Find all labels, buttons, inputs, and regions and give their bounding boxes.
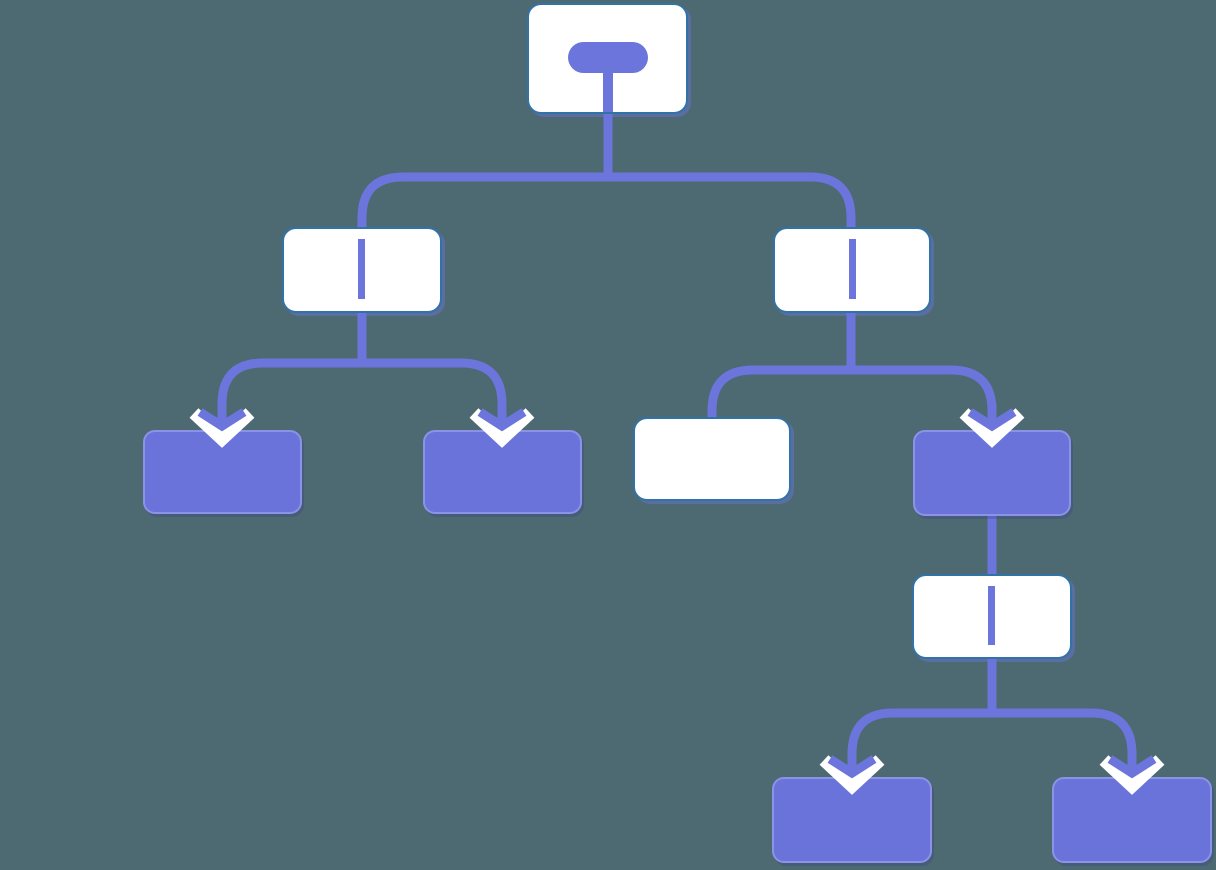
edge-left-to-leaf-b	[362, 358, 507, 412]
node-node-c[interactable]	[633, 417, 791, 501]
edge-right-to-node-c	[707, 365, 851, 423]
pass-through-line-icon	[988, 586, 995, 645]
node-leaf-d[interactable]	[913, 430, 1071, 516]
node-leaf-g[interactable]	[1052, 777, 1212, 863]
edge-root-to-right	[608, 172, 856, 232]
edge-root-to-left	[357, 172, 608, 232]
pass-through-line-icon	[849, 239, 856, 299]
node-leaf-a[interactable]	[143, 430, 302, 514]
node-branch-left[interactable]	[282, 227, 442, 313]
node-leaf-f[interactable]	[772, 777, 932, 863]
node-root[interactable]	[527, 3, 688, 114]
root-pill-icon	[568, 42, 648, 73]
node-leaf-b[interactable]	[423, 430, 582, 514]
edge-left-to-leaf-a	[217, 358, 362, 412]
root-pill-stem	[603, 69, 613, 112]
pass-through-line-icon	[358, 239, 365, 299]
node-branch-right[interactable]	[773, 227, 931, 313]
node-branch-e[interactable]	[912, 574, 1072, 659]
